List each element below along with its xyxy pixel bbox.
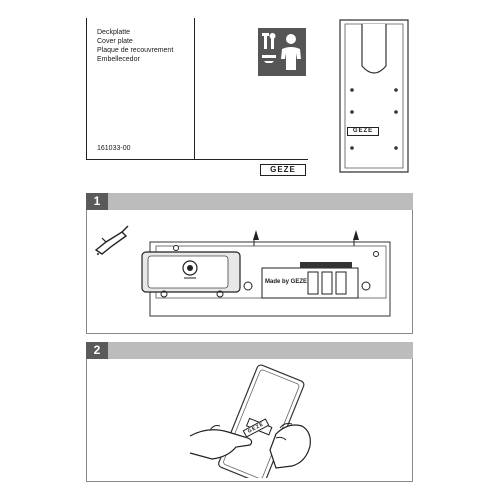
step-2-frame — [86, 359, 413, 482]
product-name-fr: Plaque de recouvrement — [97, 47, 174, 54]
header-left-border — [86, 18, 87, 160]
header-middle-divider — [194, 18, 195, 160]
made-by-label: Made by GEZE — [265, 279, 308, 285]
header-bottom-rule — [86, 159, 308, 160]
step-1-frame — [86, 210, 413, 334]
cover-plate-drawing — [339, 19, 409, 173]
brand-logo-header-text: GEZE — [270, 165, 296, 174]
cover-plate-fitting-drawing — [189, 364, 311, 478]
installer-icon-box — [258, 28, 306, 76]
product-name-es: Embellecedor — [97, 56, 140, 63]
brand-logo-plate-text: GEZE — [352, 128, 374, 134]
brand-logo-header: GEZE — [260, 164, 306, 176]
glue-gun-icon — [94, 225, 129, 255]
step-1-bar — [86, 193, 413, 210]
product-name-de: Deckplatte — [97, 29, 131, 36]
brand-logo-plate: GEZE — [347, 127, 379, 136]
step-2-bar — [86, 342, 413, 359]
product-name-list: Deckplatte Cover plate Plaque de recouvr… — [97, 28, 173, 64]
part-number: 161033-00 — [97, 145, 131, 152]
door-closer-drawing — [141, 230, 391, 317]
step-2-number: 2 — [86, 342, 108, 359]
step-1-number: 1 — [86, 193, 108, 210]
tools-icon — [262, 33, 276, 63]
product-name-en: Cover plate — [97, 38, 133, 45]
installer-person-icon — [281, 34, 301, 70]
